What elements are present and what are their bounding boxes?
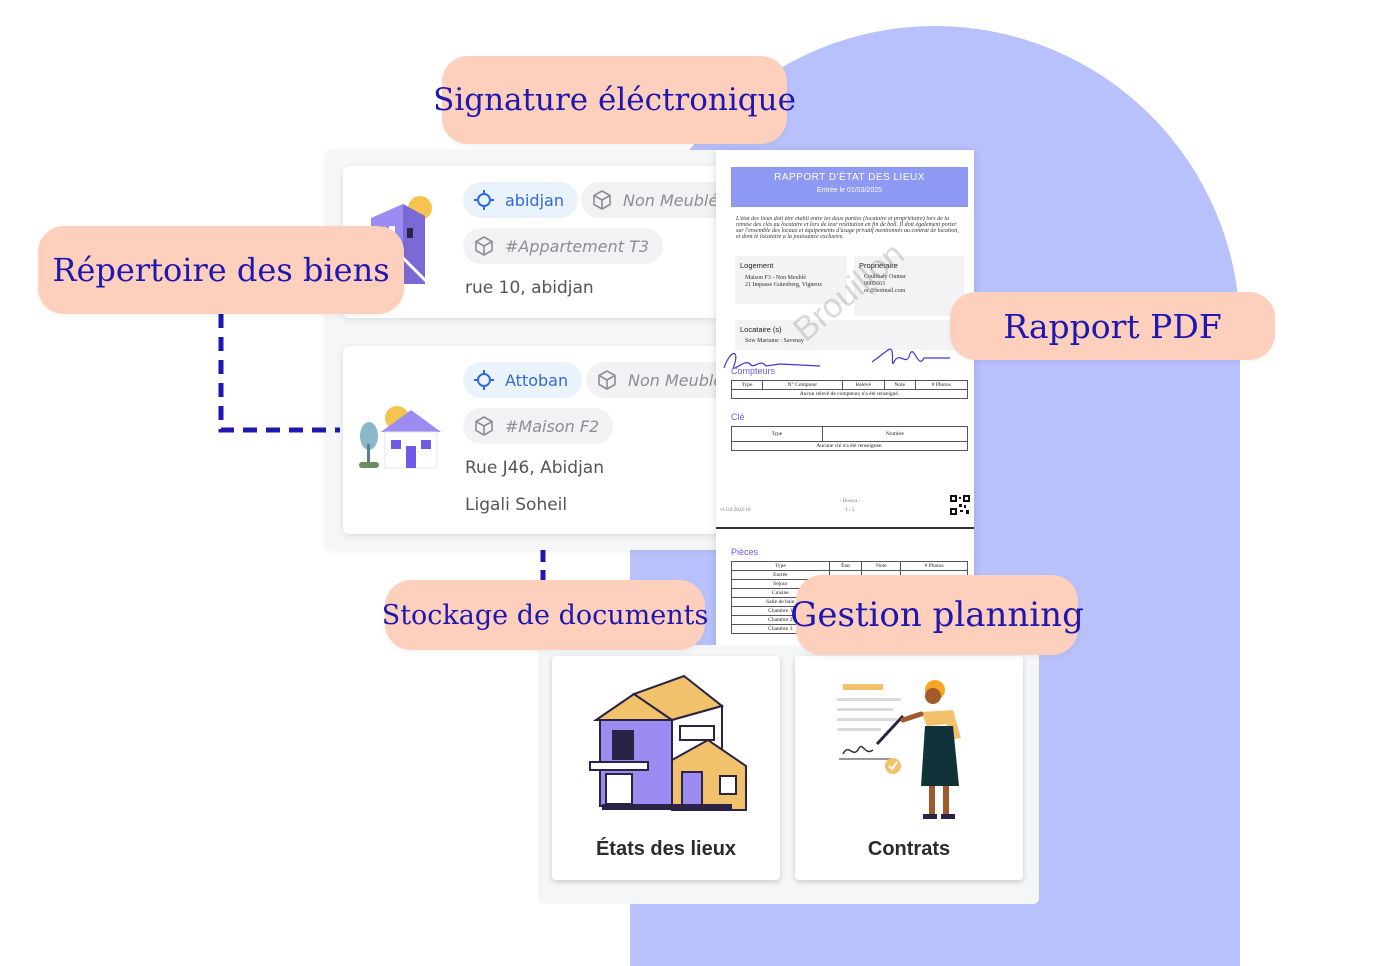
property-address: rue 10, abidjan	[465, 278, 594, 298]
furnishing-label: Non Meublé	[623, 190, 719, 210]
qr-code-icon	[950, 495, 970, 515]
report-intro: L'état des lieux doit être établi entre …	[736, 216, 959, 240]
proprietaire-line: 0005663	[864, 281, 885, 287]
dashed-connector	[540, 550, 546, 580]
furnishing-chip[interactable]: Non Meublé	[581, 182, 733, 218]
table-empty-message: Aucune clé n'a été renseignée.	[731, 441, 968, 451]
table-header: Type	[731, 561, 830, 571]
house-illustration	[589, 674, 747, 811]
table-header: Note	[884, 380, 916, 390]
pill-label: Signature éléctronique	[433, 82, 796, 118]
logement-label: Logement	[740, 261, 774, 270]
table-header: État	[828, 561, 863, 571]
footer-version: v1.0.0 2024-10	[720, 508, 751, 513]
proprietaire-label: Propriétaire	[859, 261, 898, 270]
location-target-icon	[474, 370, 494, 390]
type-tag-chip[interactable]: #Appartement T3	[463, 228, 664, 264]
table-header: N° Compteur	[762, 380, 843, 390]
feature-rapport-pdf-pill: Rapport PDF	[950, 292, 1275, 360]
pieces-label: Pièces	[731, 547, 759, 557]
contrats-tile[interactable]: Contrats	[795, 656, 1023, 880]
cube-icon	[475, 236, 493, 256]
type-tag-chip[interactable]: #Maison F2	[463, 408, 614, 444]
logement-line: Maison F3 - Non Meublé	[745, 275, 806, 281]
location-chip[interactable]: abidjan	[463, 182, 578, 218]
pill-label: Répertoire des biens	[52, 251, 390, 289]
feature-repertoire-pill: Répertoire des biens	[38, 226, 404, 314]
signature-scribble	[723, 352, 821, 369]
locataire-line: Sow Mariame : Savenay	[745, 338, 804, 344]
table-header: Type	[731, 426, 823, 442]
locataire-box: Locataire (s) Sow Mariame : Savenay	[735, 320, 964, 350]
type-tag-label: #Appartement T3	[505, 236, 650, 256]
table-header: Type	[730, 380, 764, 390]
location-chip[interactable]: Attoban	[463, 362, 583, 398]
location-label: Attoban	[505, 370, 569, 390]
location-label: abidjan	[505, 190, 564, 210]
property-card[interactable]: Attoban Non Meublé #Maison F2 Rue J46, A…	[343, 346, 738, 534]
report-title: RAPPORT D'ÉTAT DES LIEUX	[774, 172, 925, 183]
contract-illustration	[837, 680, 961, 819]
pill-label: Gestion planning	[790, 595, 1084, 635]
cube-icon	[475, 416, 493, 436]
proprietaire-line: oc@hotmail.com	[864, 288, 906, 294]
logement-box: Logement Maison F3 - Non Meublé 21 Impas…	[735, 256, 847, 304]
tile-label: États des lieux	[595, 838, 737, 860]
feature-stockage-pill: Stockage de documents	[382, 580, 708, 650]
cube-icon	[598, 370, 616, 390]
footer-brand: - Dossya -	[839, 499, 861, 504]
table-header: Note	[861, 561, 902, 571]
table-header: Nombre	[821, 426, 969, 442]
locataire-label: Locataire (s)	[740, 325, 782, 334]
table-empty-message: Aucun relevé de compteurs n'a été rensei…	[731, 389, 968, 399]
footer-page: 1 / 3	[845, 508, 855, 513]
location-target-icon	[474, 190, 494, 210]
feature-signature-pill: Signature éléctronique	[433, 56, 796, 144]
property-owner: Ligali Soheil	[465, 495, 568, 515]
property-address: Rue J46, Abidjan	[465, 458, 604, 478]
report-subtitle: Entrée le 01/03/2025	[817, 187, 882, 194]
dashed-connector	[218, 314, 340, 433]
cle-label: Clé	[731, 412, 745, 422]
furnishing-label: Non Meublé	[628, 370, 724, 390]
tile-label: Contrats	[867, 838, 951, 860]
compteurs-label: Compteurs	[731, 366, 776, 376]
etats-des-lieux-tile[interactable]: États des lieux	[552, 656, 780, 880]
property-card[interactable]: abidjan Non Meublé #Appartement T3 rue 1…	[343, 166, 738, 318]
furnishing-chip[interactable]: Non Meublé	[586, 362, 738, 398]
table-header: Relevé	[841, 380, 886, 390]
page-break	[716, 527, 974, 529]
pill-label: Stockage de documents	[381, 599, 709, 631]
table-header: # Photos	[900, 561, 968, 571]
signature-scribble	[871, 348, 950, 365]
table-header: # Photos	[914, 380, 968, 390]
cube-icon	[593, 190, 611, 210]
report-header: RAPPORT D'ÉTAT DES LIEUX Entrée le 01/03…	[731, 167, 968, 207]
house-illustration	[359, 406, 441, 469]
proprietaire-line: Coulibaly Oumar	[864, 274, 906, 280]
proprietaire-box: Propriétaire Coulibaly Oumar 0005663 oc@…	[854, 256, 964, 316]
logement-line: 21 Impasse Gutenberg, Vigneux	[745, 282, 823, 288]
feature-planning-pill: Gestion planning	[790, 575, 1084, 655]
type-tag-label: #Maison F2	[505, 416, 600, 436]
pill-label: Rapport PDF	[1003, 306, 1222, 346]
